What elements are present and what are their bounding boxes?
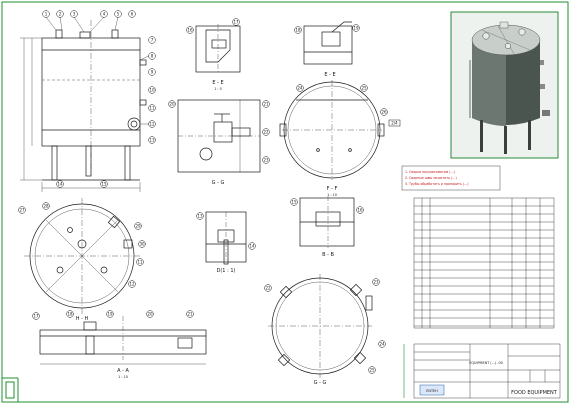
detail-b-label: B - B bbox=[322, 252, 334, 258]
section-h-view: 27 28 29 30 11 12 H - H bbox=[18, 198, 146, 322]
svg-text:17: 17 bbox=[233, 20, 239, 25]
svg-text:11: 11 bbox=[137, 260, 143, 265]
callouts-main: 1 2 3 4 5 6 7 8 9 10 11 12 13 14 15 bbox=[42, 10, 156, 188]
svg-text:1. Сварка полуавтоматом (…): 1. Сварка полуавтоматом (…) bbox=[405, 170, 455, 174]
svg-text:2/4: 2/4 bbox=[391, 121, 398, 126]
svg-text:10: 10 bbox=[149, 88, 155, 93]
svg-text:29: 29 bbox=[135, 224, 141, 229]
section-f-label: F - F bbox=[327, 186, 338, 192]
svg-text:24: 24 bbox=[297, 86, 303, 91]
svg-text:EQUIPMENT (…) .00: EQUIPMENT (…) .00 bbox=[469, 361, 503, 365]
svg-text:3. Трубы обработать и пропарит: 3. Трубы обработать и пропарить (…) bbox=[405, 182, 468, 186]
svg-text:7: 7 bbox=[151, 38, 154, 43]
svg-text:12: 12 bbox=[129, 282, 135, 287]
svg-text:20: 20 bbox=[169, 102, 175, 107]
svg-text:11: 11 bbox=[149, 106, 155, 111]
svg-text:8: 8 bbox=[151, 54, 154, 59]
svg-text:22: 22 bbox=[263, 130, 269, 135]
detail-b-view: 15 16 B - B bbox=[290, 196, 364, 258]
detail-e-view: 16 17 E - E 1 : 5 bbox=[186, 18, 241, 91]
svg-text:2. Сварные швы зачистить (…): 2. Сварные швы зачистить (…) bbox=[405, 176, 457, 180]
svg-text:15: 15 bbox=[101, 182, 107, 187]
svg-text:16: 16 bbox=[357, 208, 363, 213]
section-f-view: 24 25 26 2/4 F - F 1 : 10 bbox=[279, 80, 401, 197]
svg-text:26: 26 bbox=[381, 110, 387, 115]
title-block: ENTEH FOOD EQUIPMENT EQUIPMENT (…) .00 bbox=[413, 343, 561, 399]
svg-text:18: 18 bbox=[295, 28, 301, 33]
svg-text:1 : 5: 1 : 5 bbox=[214, 87, 222, 91]
svg-text:16: 16 bbox=[187, 28, 193, 33]
svg-text:21: 21 bbox=[263, 102, 269, 107]
section-a-view: 17 18 19 20 21 A - A 1 : 10 bbox=[32, 310, 207, 379]
detail-g-view: 20 21 22 23 G - G bbox=[168, 99, 270, 186]
svg-text:24: 24 bbox=[379, 342, 385, 347]
svg-text:23: 23 bbox=[263, 158, 269, 163]
svg-text:1: 1 bbox=[45, 12, 48, 17]
section-bottom-view: 22 23 24 25 G - G bbox=[264, 274, 386, 386]
detail-d-label: D(1 : 1) bbox=[217, 268, 236, 274]
parts-list-rows bbox=[414, 213, 554, 327]
svg-text:21: 21 bbox=[187, 312, 193, 317]
svg-text:18: 18 bbox=[67, 312, 73, 317]
tank-3d-render bbox=[450, 11, 559, 159]
svg-text:1 : 10: 1 : 10 bbox=[118, 375, 128, 379]
svg-text:30: 30 bbox=[139, 242, 145, 247]
svg-text:5: 5 bbox=[117, 12, 120, 17]
section-h-label: H - H bbox=[76, 316, 89, 322]
svg-text:19: 19 bbox=[353, 26, 359, 31]
svg-text:ENTEH: ENTEH bbox=[426, 389, 438, 393]
company-logo bbox=[419, 384, 445, 396]
svg-text:1 : 10: 1 : 10 bbox=[327, 193, 337, 197]
svg-text:4: 4 bbox=[103, 12, 106, 17]
svg-text:15: 15 bbox=[291, 200, 297, 205]
svg-text:3: 3 bbox=[73, 12, 76, 17]
svg-text:20: 20 bbox=[147, 312, 153, 317]
detail-g-label: G - G bbox=[212, 180, 225, 186]
svg-text:22: 22 bbox=[265, 286, 271, 291]
svg-text:2: 2 bbox=[59, 12, 62, 17]
main-elevation-view bbox=[20, 20, 147, 192]
svg-text:14: 14 bbox=[57, 182, 63, 187]
parts-list-table bbox=[413, 197, 555, 329]
stamp-box bbox=[5, 381, 15, 399]
svg-text:17: 17 bbox=[33, 314, 39, 319]
svg-text:19: 19 bbox=[107, 312, 113, 317]
company-name: FOOD EQUIPMENT bbox=[511, 390, 558, 396]
section-a-label: A - A bbox=[117, 368, 129, 374]
svg-text:14: 14 bbox=[249, 244, 255, 249]
svg-text:13: 13 bbox=[149, 138, 155, 143]
section-bottom-label: G - G bbox=[314, 380, 327, 386]
svg-text:25: 25 bbox=[369, 368, 375, 373]
svg-text:9: 9 bbox=[151, 70, 154, 75]
svg-text:6: 6 bbox=[131, 12, 134, 17]
detail-e-label: E - E bbox=[212, 80, 223, 86]
detail-f-label: E - E bbox=[324, 72, 335, 78]
svg-text:28: 28 bbox=[43, 204, 49, 209]
svg-text:25: 25 bbox=[361, 86, 367, 91]
detail-d-view: 13 14 D(1 : 1) bbox=[196, 211, 256, 274]
svg-text:12: 12 bbox=[149, 122, 155, 127]
svg-text:13: 13 bbox=[197, 214, 203, 219]
svg-text:27: 27 bbox=[19, 208, 25, 213]
svg-text:23: 23 bbox=[373, 280, 379, 285]
detail-f-small-view: 18 19 E - E bbox=[294, 21, 360, 78]
notes-box: 1. Сварка полуавтоматом (…) 2. Сварные ш… bbox=[401, 165, 501, 191]
highlight-tag bbox=[388, 119, 401, 127]
